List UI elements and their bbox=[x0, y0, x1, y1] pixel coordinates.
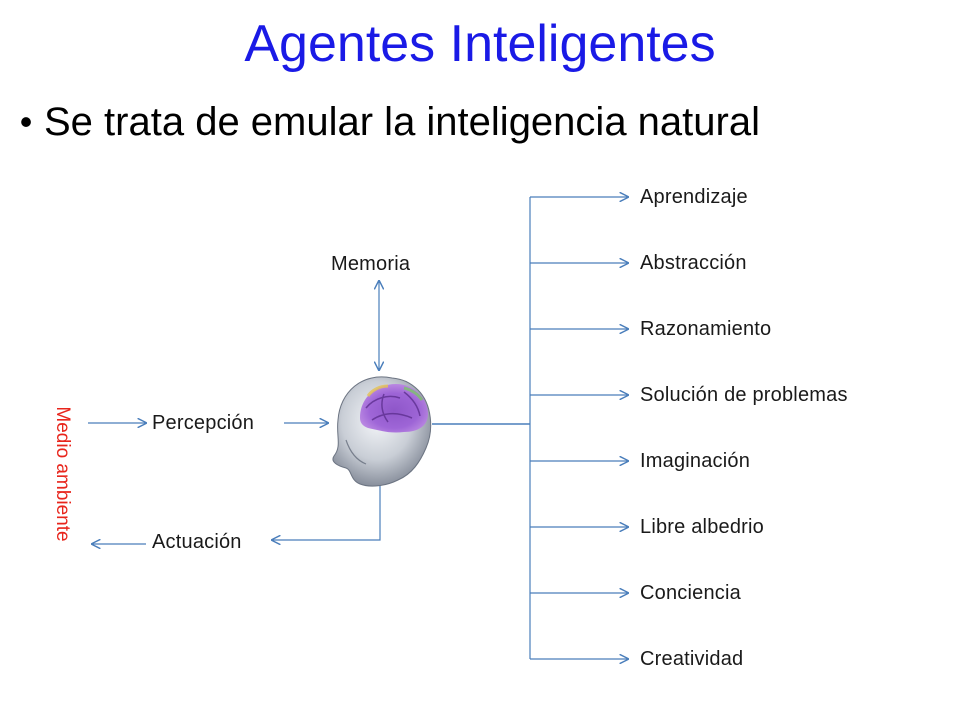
action-label: Actuación bbox=[152, 531, 242, 553]
capability-label: Creatividad bbox=[640, 648, 744, 670]
memory-label: Memoria bbox=[331, 253, 411, 275]
environment-label: Medio ambiente bbox=[52, 406, 73, 542]
capability-label: Aprendizaje bbox=[640, 186, 748, 208]
head-to-action-connector bbox=[272, 482, 381, 540]
human-head-brain-icon bbox=[332, 376, 432, 487]
capability-label: Solución de problemas bbox=[640, 384, 848, 406]
bullet-dot-icon: • bbox=[19, 101, 33, 142]
bullet-text: Se trata de emular la inteligencia natur… bbox=[44, 99, 760, 144]
perception-label: Percepción bbox=[152, 412, 255, 434]
capability-label: Abstracción bbox=[640, 252, 747, 274]
capability-branches bbox=[530, 197, 628, 659]
slide-title: Agentes Inteligentes bbox=[244, 15, 716, 73]
capability-label: Conciencia bbox=[640, 582, 741, 604]
capability-label: Razonamiento bbox=[640, 318, 772, 340]
bullet-item: • Se trata de emular la inteligencia nat… bbox=[8, 90, 760, 154]
capability-label: Imaginación bbox=[640, 450, 751, 472]
capability-label: Libre albedrio bbox=[640, 516, 764, 538]
